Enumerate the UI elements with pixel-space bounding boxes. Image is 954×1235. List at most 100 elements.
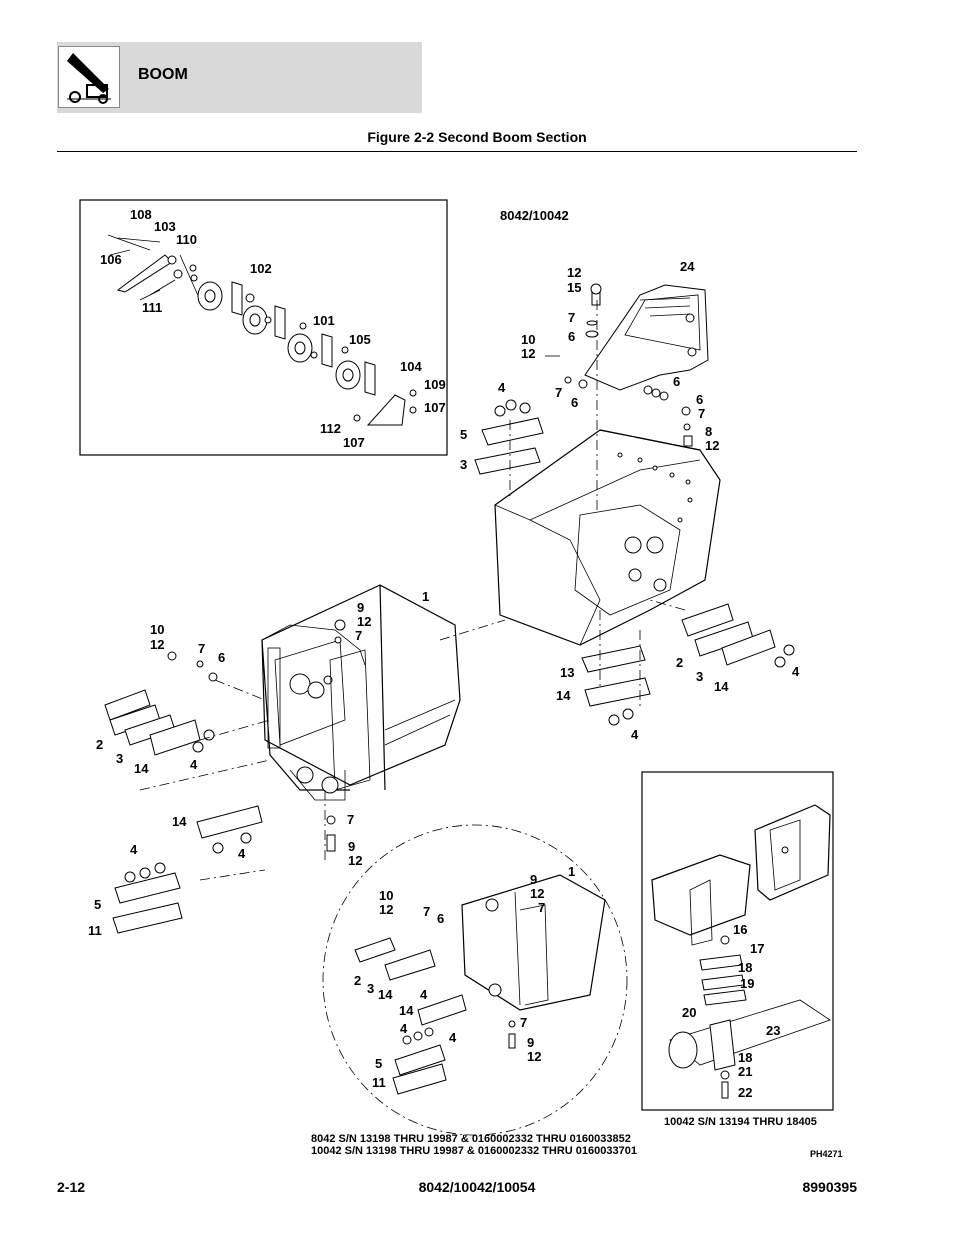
svg-text:1: 1: [422, 589, 429, 604]
circle-detail-assembly: [354, 874, 606, 1095]
svg-text:12: 12: [348, 853, 362, 868]
svg-text:112: 112: [320, 421, 341, 436]
svg-text:19: 19: [740, 976, 754, 991]
svg-text:10: 10: [379, 888, 393, 903]
circle-detail-callouts: 1 9 12 7 10 12 7 6 2 3 14 4 14 4 4 7 9 1…: [354, 864, 575, 1090]
svg-text:6: 6: [568, 329, 575, 344]
svg-text:12: 12: [567, 265, 581, 280]
svg-text:102: 102: [250, 261, 272, 276]
svg-text:6: 6: [218, 650, 225, 665]
svg-text:7: 7: [198, 641, 205, 656]
svg-text:14: 14: [399, 1003, 414, 1018]
svg-text:4: 4: [498, 380, 506, 395]
svg-text:4: 4: [400, 1021, 408, 1036]
svg-text:2: 2: [96, 737, 103, 752]
svg-text:15: 15: [567, 280, 581, 295]
svg-text:4: 4: [420, 987, 428, 1002]
svg-text:3: 3: [696, 669, 703, 684]
svg-text:7: 7: [555, 385, 562, 400]
model-label: 8042/10042: [500, 208, 569, 223]
svg-text:103: 103: [154, 219, 176, 234]
svg-text:4: 4: [792, 664, 800, 679]
svg-text:4: 4: [631, 727, 639, 742]
svg-text:10: 10: [150, 622, 164, 637]
svg-text:7: 7: [347, 812, 354, 827]
svg-text:4: 4: [449, 1030, 457, 1045]
document-number: 8990395: [802, 1179, 857, 1195]
lower-left-callouts: 14 4 7 9 12 4 5 11: [88, 812, 362, 938]
image-code: PH4271: [810, 1149, 843, 1159]
second-boom-section: [104, 584, 461, 934]
detail-circle: [322, 824, 628, 1136]
inset-serial-note: 10042 S/N 13194 THRU 18405: [664, 1116, 817, 1128]
svg-text:109: 109: [424, 377, 446, 392]
section-title: BOOM: [138, 66, 188, 83]
serial-note-10042: 10042 S/N 13198 THRU 19987 & 0160002332 …: [311, 1145, 637, 1157]
svg-text:4: 4: [238, 846, 246, 861]
inset-top-callouts: 108 103 110 106 102 111 101 105 104 109 …: [100, 207, 446, 450]
svg-text:108: 108: [130, 207, 152, 222]
svg-text:1: 1: [568, 864, 575, 879]
svg-text:12: 12: [379, 902, 393, 917]
svg-text:12: 12: [705, 438, 719, 453]
svg-text:24: 24: [680, 259, 695, 274]
svg-text:21: 21: [738, 1064, 752, 1079]
svg-text:7: 7: [520, 1015, 527, 1030]
svg-text:6: 6: [673, 374, 680, 389]
svg-text:9: 9: [530, 872, 537, 887]
svg-text:5: 5: [460, 427, 467, 442]
svg-text:7: 7: [355, 628, 362, 643]
svg-text:7: 7: [423, 904, 430, 919]
svg-text:2: 2: [354, 973, 361, 988]
svg-text:12: 12: [150, 637, 164, 652]
svg-text:14: 14: [172, 814, 187, 829]
svg-text:107: 107: [424, 400, 446, 415]
svg-text:106: 106: [100, 252, 122, 267]
svg-text:20: 20: [682, 1005, 696, 1020]
svg-text:18: 18: [738, 960, 752, 975]
svg-text:11: 11: [88, 923, 102, 938]
svg-text:105: 105: [349, 332, 371, 347]
pivot-inset-assembly: [651, 804, 831, 1099]
svg-text:22: 22: [738, 1085, 752, 1100]
boom-head-assembly: [474, 283, 795, 726]
svg-text:12: 12: [530, 886, 544, 901]
inset-bottom-callouts: 16 17 18 19 20 23 18 21 22: [682, 922, 780, 1100]
svg-text:13: 13: [560, 665, 574, 680]
svg-text:101: 101: [313, 313, 335, 328]
svg-text:23: 23: [766, 1023, 780, 1038]
svg-text:2: 2: [676, 655, 683, 670]
svg-text:17: 17: [750, 941, 764, 956]
svg-text:18: 18: [738, 1050, 752, 1065]
svg-text:6: 6: [696, 392, 703, 407]
svg-text:14: 14: [556, 688, 571, 703]
sheave-assembly-inset: [107, 234, 417, 426]
svg-text:3: 3: [460, 457, 467, 472]
svg-text:6: 6: [437, 911, 444, 926]
svg-text:12: 12: [527, 1049, 541, 1064]
middle-callouts: 1 9 12 7 10 12 7 6 2 3 14 4 13 14 4 2 3 …: [96, 589, 800, 776]
model-numbers: 8042/10042/10054: [418, 1179, 536, 1195]
svg-text:14: 14: [134, 761, 149, 776]
sheave-inset-frame: [79, 199, 448, 456]
svg-text:9: 9: [527, 1035, 534, 1050]
serial-note-8042: 8042 S/N 13198 THRU 19987 & 0160002332 T…: [311, 1133, 631, 1145]
svg-text:107: 107: [343, 435, 365, 450]
svg-text:6: 6: [571, 395, 578, 410]
header-rule: [57, 151, 857, 152]
svg-text:7: 7: [568, 310, 575, 325]
svg-text:14: 14: [714, 679, 729, 694]
svg-text:104: 104: [400, 359, 422, 374]
svg-text:3: 3: [116, 751, 123, 766]
svg-text:16: 16: [733, 922, 747, 937]
figure-title: Figure 2-2 Second Boom Section: [367, 129, 587, 145]
svg-text:5: 5: [375, 1056, 382, 1071]
svg-text:12: 12: [357, 614, 371, 629]
pivot-inset-frame: [641, 771, 834, 1111]
telehandler-logo-icon: [58, 46, 120, 108]
svg-text:110: 110: [176, 232, 197, 247]
svg-text:7: 7: [538, 900, 545, 915]
svg-text:9: 9: [348, 839, 355, 854]
page-number: 2-12: [57, 1179, 86, 1195]
